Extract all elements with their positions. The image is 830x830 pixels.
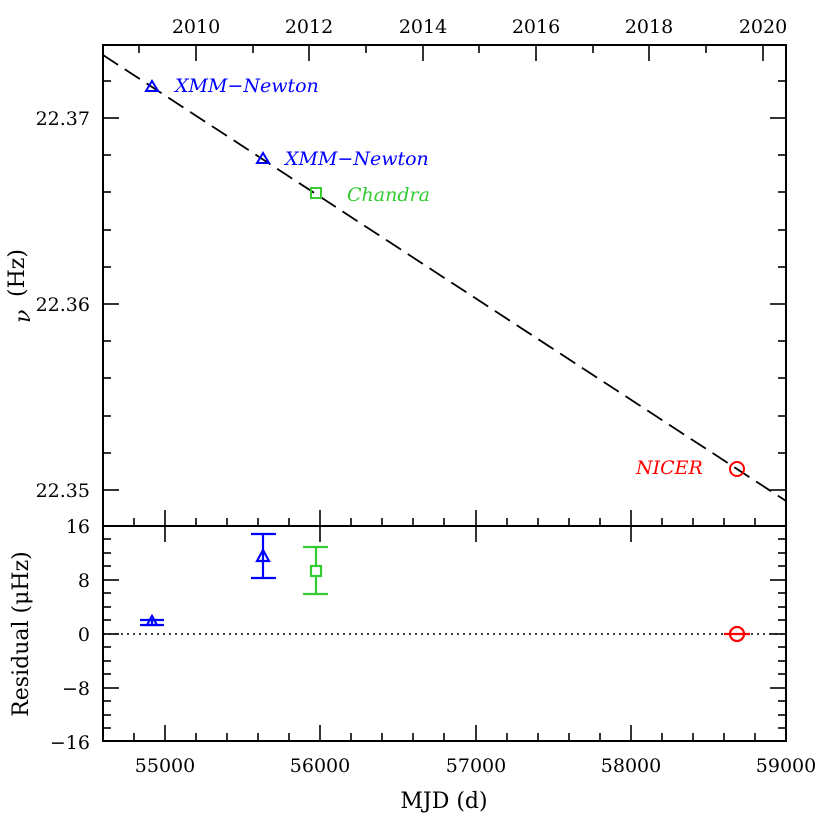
mjd-ticks	[133, 510, 756, 741]
xmm-newton-marker	[255, 151, 271, 164]
residual-axis-title: Residual (μHz)	[9, 551, 34, 717]
fit-line	[102, 54, 787, 502]
residual-tick-label: 0	[78, 624, 90, 646]
xmm-newton-residual-2	[251, 532, 276, 580]
svg-text:ν: ν	[11, 310, 36, 323]
xmm-newton-marker	[144, 79, 160, 92]
nicer-marker	[729, 461, 745, 477]
mjd-tick-label: 59000	[756, 755, 816, 777]
year-tick-label: 2018	[625, 16, 673, 38]
year-tick-label: 2012	[285, 16, 333, 38]
xmm-newton-label: XMM−Newton	[283, 148, 429, 170]
nu-tick-label: 22.36	[36, 294, 90, 316]
residual-tick-label: 16	[66, 516, 90, 538]
nu-ticks	[103, 80, 786, 491]
year-tick-label: 2020	[739, 16, 787, 38]
top-panel-frame	[102, 44, 787, 527]
mjd-tick-label: 57000	[446, 755, 506, 777]
chandra-marker	[310, 187, 322, 199]
chandra-label: Chandra	[347, 184, 430, 206]
svg-text:(Hz): (Hz)	[5, 249, 30, 297]
chandra-residual	[303, 545, 328, 596]
residual-tick-label: 8	[78, 570, 90, 592]
mjd-tick-label: 55000	[135, 755, 195, 777]
nicer-label: NICER	[635, 457, 703, 479]
year-tick-label: 2014	[399, 16, 447, 38]
residual-tick-label: −16	[50, 732, 90, 754]
residual-tick-label: −8	[62, 678, 90, 700]
mjd-tick-label: 58000	[601, 755, 661, 777]
nu-axis-title: ν (Hz)	[5, 249, 36, 323]
top-year-ticks	[138, 45, 764, 61]
year-tick-label: 2016	[512, 16, 560, 38]
mjd-axis-title: MJD (d)	[400, 789, 487, 814]
nicer-residual	[724, 625, 750, 643]
nu-tick-label: 22.35	[36, 480, 90, 502]
year-tick-label: 2010	[172, 16, 220, 38]
mjd-tick-label: 56000	[290, 755, 350, 777]
xmm-newton-label: XMM−Newton	[173, 75, 319, 97]
xmm-newton-residual-1	[140, 613, 164, 627]
nu-tick-label: 22.37	[36, 108, 90, 130]
